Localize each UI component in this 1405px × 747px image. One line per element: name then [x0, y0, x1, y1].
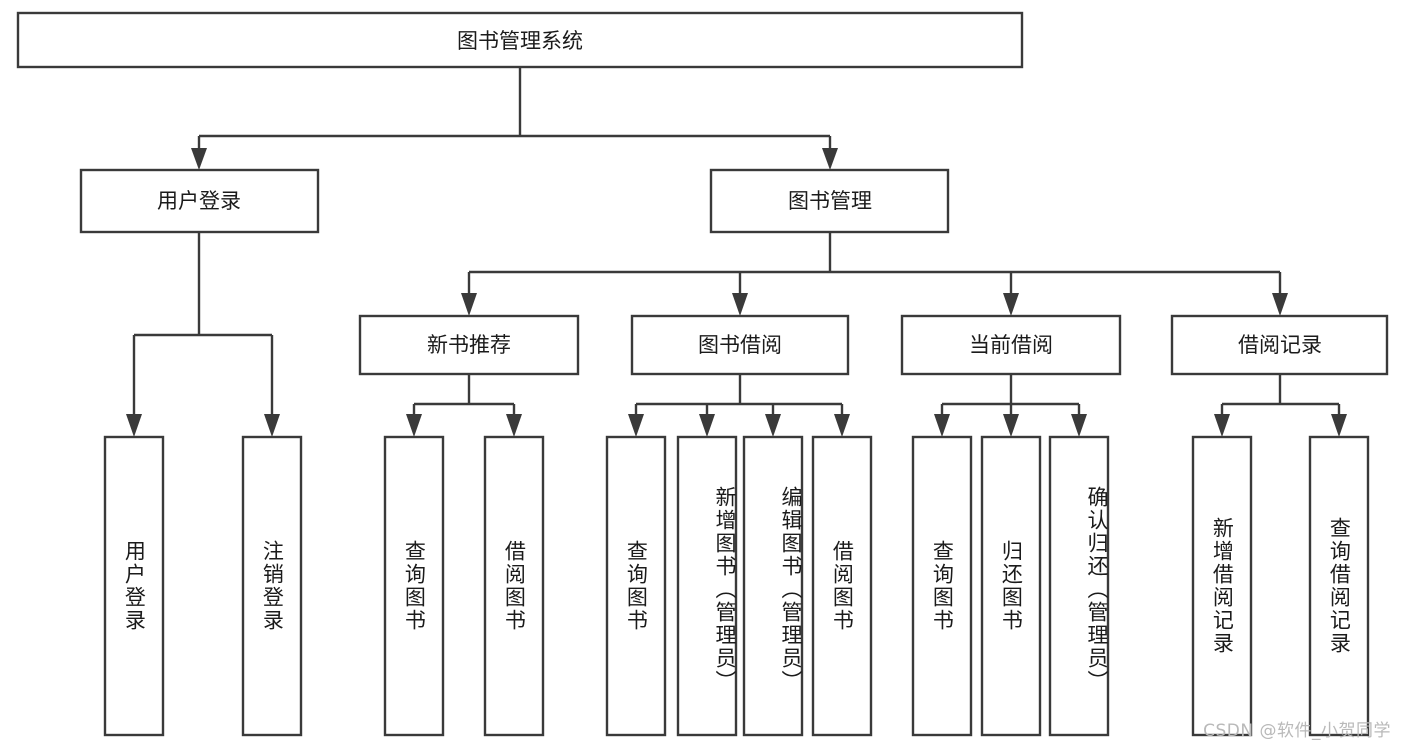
arrow-head-to-user-login: [191, 148, 207, 170]
leaf-box-current-borrow-2[interactable]: [980, 435, 1042, 737]
arrow-head-borrowrecord-leaf-1: [1214, 414, 1230, 437]
arrow-head-currentborrow-leaf-2: [1003, 414, 1019, 437]
arrow-head-borrowrecord-leaf-2: [1331, 414, 1347, 437]
node-new-book-recommend[interactable]: 新书推荐: [358, 314, 580, 376]
leaf-box-book-borrow-3[interactable]: [742, 435, 804, 737]
node-book-borrow[interactable]: 图书借阅: [630, 314, 850, 376]
leaf-box-new-book-1[interactable]: [383, 435, 445, 737]
leaf-group-new-book-recommend: [383, 435, 545, 737]
arrow-head-bookborrow-leaf-2: [699, 414, 715, 437]
leaf-box-book-borrow-2[interactable]: [676, 435, 738, 737]
arrow-head-to-borrow-record: [1272, 293, 1288, 316]
leaf-group-borrow-record: [1191, 435, 1370, 737]
node-root-box[interactable]: [16, 11, 1024, 69]
connector-group-currentborrow-to-leaves: [934, 374, 1087, 437]
node-book-manage-box[interactable]: [709, 168, 950, 234]
arrow-head-userlogin-leaf-1: [126, 414, 142, 437]
node-current-borrow[interactable]: 当前借阅: [900, 314, 1122, 376]
leaf-box-book-borrow-4[interactable]: [811, 435, 873, 737]
csdn-watermark: CSDN @软件_小贺同学: [1203, 721, 1391, 741]
connector-group-borrowrecord-to-leaves: [1214, 374, 1347, 437]
node-new-book-recommend-label: 新书推荐: [427, 333, 511, 357]
arrow-head-to-new-book: [461, 293, 477, 316]
node-current-borrow-label: 当前借阅: [969, 333, 1053, 357]
node-book-manage[interactable]: 图书管理: [709, 168, 950, 234]
arrow-head-currentborrow-leaf-3: [1071, 414, 1087, 437]
leaf-box-borrow-record-1[interactable]: [1191, 435, 1253, 737]
node-root-label: 图书管理系统: [457, 29, 583, 53]
node-borrow-record-box[interactable]: [1170, 314, 1389, 376]
node-borrow-record-label: 借阅记录: [1238, 333, 1322, 357]
arrow-head-userlogin-leaf-2: [264, 414, 280, 437]
leaf-box-current-borrow-3[interactable]: [1048, 435, 1110, 737]
node-borrow-record[interactable]: 借阅记录: [1170, 314, 1389, 376]
leaf-box-book-borrow-1[interactable]: [605, 435, 667, 737]
node-root[interactable]: 图书管理系统: [16, 11, 1024, 69]
leaf-group-current-borrow: [911, 435, 1110, 737]
node-user-login-label: 用户登录: [157, 189, 241, 213]
node-user-login-box[interactable]: [79, 168, 320, 234]
leaf-box-current-borrow-1[interactable]: [911, 435, 973, 737]
node-new-book-recommend-box[interactable]: [358, 314, 580, 376]
arrow-head-to-book-borrow: [732, 293, 748, 316]
connector-group-userlogin-to-leaves: [126, 232, 280, 437]
arrow-head-newbook-leaf-1: [406, 414, 422, 437]
node-current-borrow-box[interactable]: [900, 314, 1122, 376]
node-user-login[interactable]: 用户登录: [79, 168, 320, 234]
arrow-head-bookborrow-leaf-1: [628, 414, 644, 437]
connector-group-root-to-level2: [191, 67, 838, 170]
arrow-head-currentborrow-leaf-1: [934, 414, 950, 437]
arrow-head-newbook-leaf-2: [506, 414, 522, 437]
arrow-head-bookborrow-leaf-4: [834, 414, 850, 437]
connector-group-newbook-to-leaves: [406, 374, 522, 437]
leaf-box-borrow-record-2[interactable]: [1308, 435, 1370, 737]
leaf-box-new-book-2[interactable]: [483, 435, 545, 737]
leaf-group-book-borrow: [605, 435, 873, 737]
arrow-head-to-book-manage: [822, 148, 838, 170]
leaf-box-user-login-1[interactable]: [103, 435, 165, 737]
leaf-box-user-login-2[interactable]: [241, 435, 303, 737]
node-book-borrow-box[interactable]: [630, 314, 850, 376]
node-book-borrow-label: 图书借阅: [698, 333, 782, 357]
arrow-head-to-current-borrow: [1003, 293, 1019, 316]
node-book-manage-label: 图书管理: [788, 189, 872, 213]
connector-group-bookborrow-to-leaves: [628, 374, 850, 437]
leaf-group-user-login: [103, 435, 303, 737]
connector-group-bookmanage-to-level3: [461, 232, 1288, 316]
arrow-head-bookborrow-leaf-3: [765, 414, 781, 437]
